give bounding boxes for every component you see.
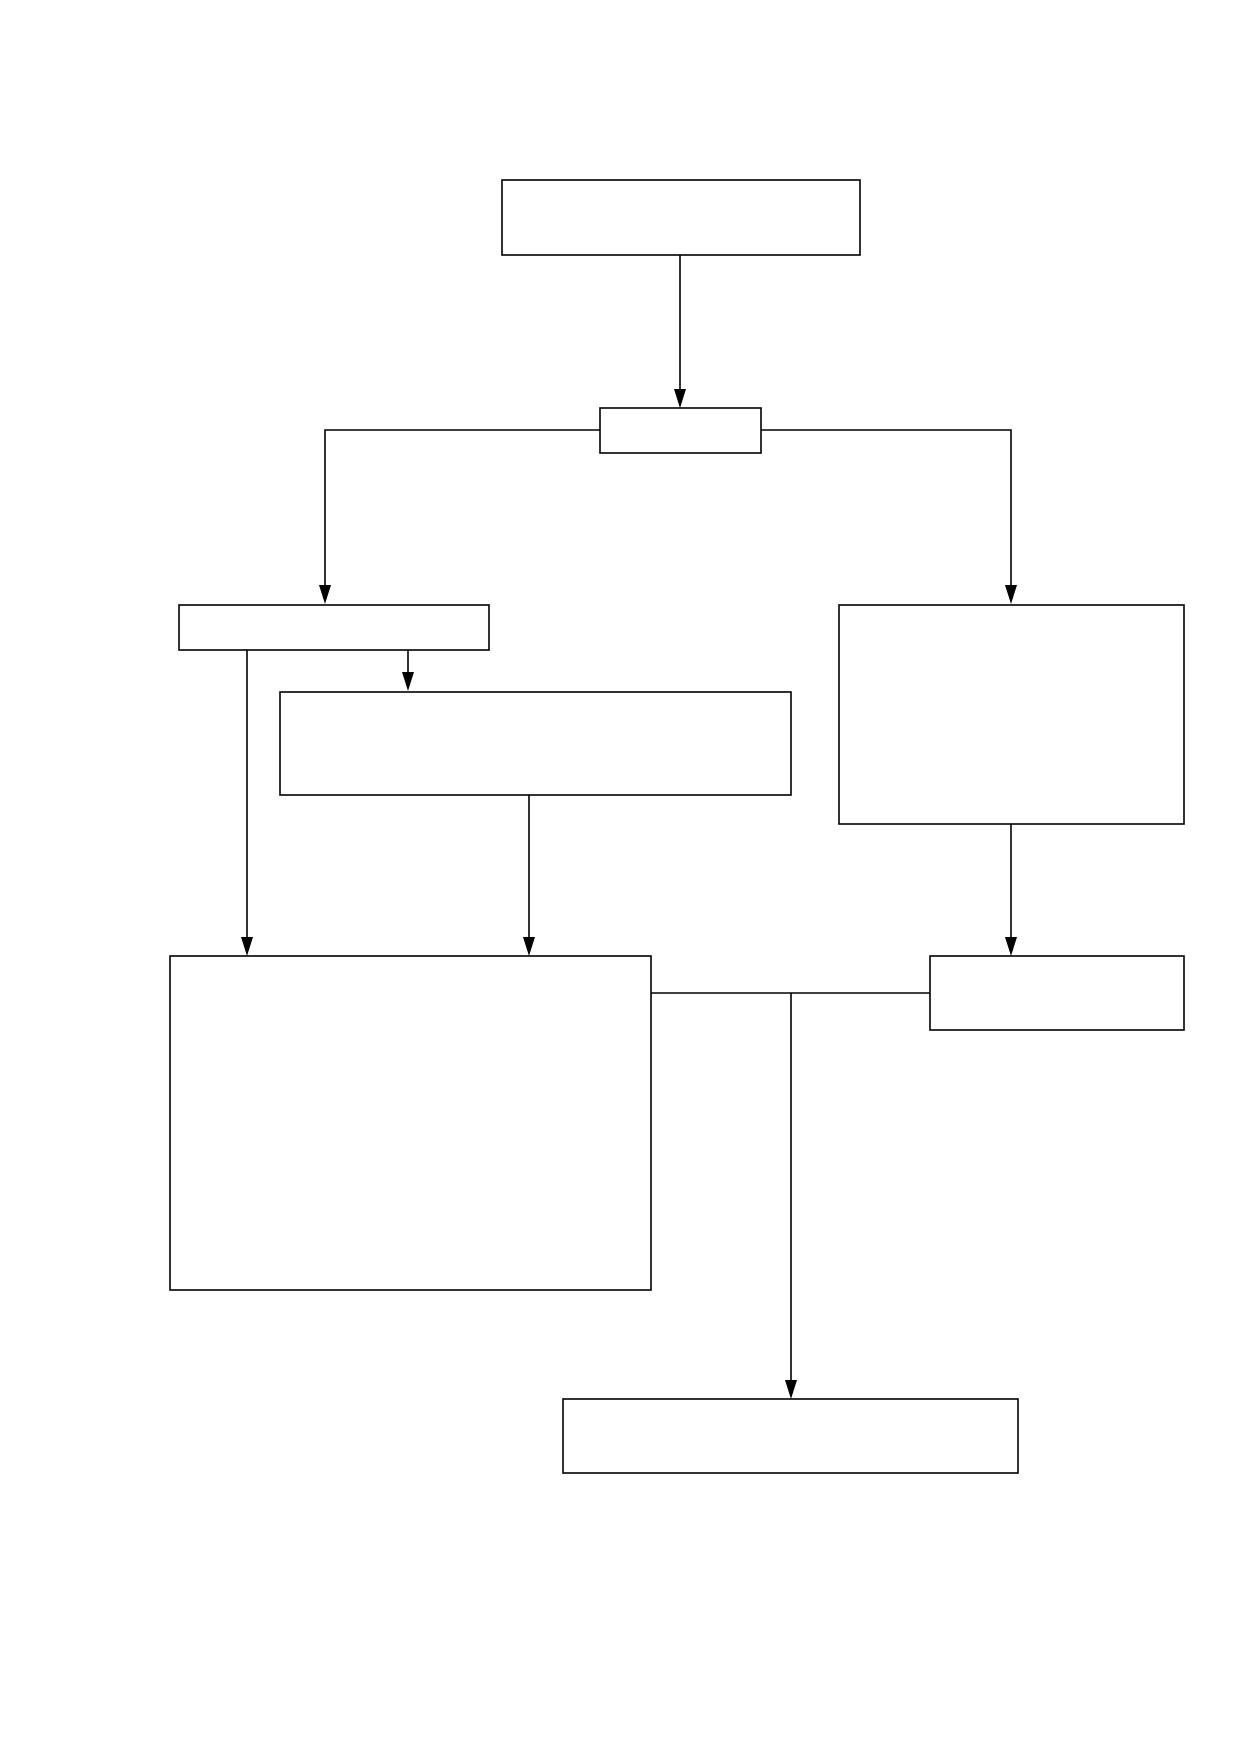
final-box [562,1398,1019,1474]
left-box [178,604,490,651]
arrow-head-left-box [319,585,331,604]
edge-branch-to-left [324,429,600,588]
nodes [169,179,1185,1474]
arrow-head-large-box-right [523,937,535,956]
connectors [241,255,1017,1399]
right-tall-box [838,604,1185,825]
arrow-head-large-box-left [241,937,253,956]
arrow-head-branch [674,389,686,408]
branch-box [599,407,762,454]
large-box [169,955,652,1291]
arrow-head-middle-box [402,672,414,691]
right-small-box [929,955,1185,1031]
start-box [501,179,861,256]
arrow-head-final-box [785,1380,797,1399]
middle-box [279,691,792,796]
arrow-head-right-small-box [1005,937,1017,956]
edge-branch-to-right-tall [761,429,1012,588]
arrow-head-right-tall-box [1005,585,1017,604]
